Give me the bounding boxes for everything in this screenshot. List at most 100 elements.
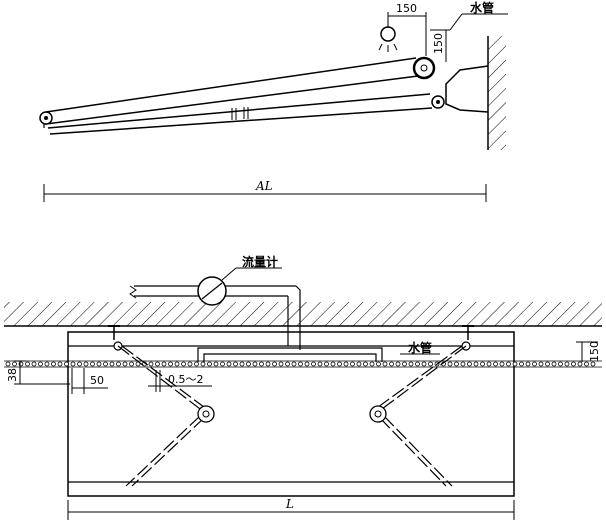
nozzle-dot (122, 361, 128, 367)
nozzle-dot (447, 361, 453, 367)
nozzle-dot (590, 361, 596, 367)
manifold-pipe (197, 347, 383, 362)
left-pivot-center (44, 116, 48, 120)
nozzle-dot (64, 361, 69, 367)
nozzle-dot (31, 361, 37, 367)
nozzle-dot (467, 361, 472, 367)
nozzle-dot (187, 361, 193, 367)
dimension-150-horizontal: 150 (387, 2, 427, 56)
right-pivot-center (436, 100, 440, 104)
diagonal-braces (117, 345, 467, 487)
nozzle-dot (44, 361, 50, 367)
nozzle-dot (454, 361, 459, 367)
dimension-l: L (67, 497, 515, 520)
nozzle-dot (558, 361, 563, 367)
dimension-gap: 0.5～2 (148, 370, 212, 392)
nozzle-dot (525, 361, 531, 367)
nozzle-dot (350, 361, 355, 367)
nozzle-dot (207, 361, 212, 367)
brace-joint-left (197, 405, 215, 423)
gap-text: 0.5～2 (168, 373, 204, 386)
nozzle-dot (395, 361, 401, 367)
length-al-text: AL (255, 179, 273, 193)
nozzle-dot (369, 361, 375, 367)
nozzle-dot (181, 361, 186, 367)
nozzle-dot (259, 361, 264, 367)
ceiling (4, 302, 602, 327)
nozzle-dot (506, 361, 511, 367)
nozzle-dot (421, 361, 427, 367)
nozzle-dot (460, 361, 466, 367)
wall-bracket (445, 65, 489, 113)
wall (487, 36, 506, 150)
nozzle-dot (51, 361, 56, 367)
nozzle-dot (272, 361, 277, 367)
nozzle-dot (363, 361, 368, 367)
nozzle-dot (512, 361, 518, 367)
nozzle-dot (246, 361, 251, 367)
nozzle-dot (285, 361, 290, 367)
nozzle-dot (311, 361, 316, 367)
nozzle-dot (402, 361, 407, 367)
inclined-frame (43, 57, 433, 135)
nozzle-dot (70, 361, 76, 367)
nozzle-dot (545, 361, 550, 367)
nozzle-dot (486, 361, 492, 367)
nozzle-dot (38, 361, 43, 367)
nozzle-dot (389, 361, 394, 367)
dimension-38: 38 (6, 360, 70, 385)
nozzle-dot (103, 361, 108, 367)
dimension-al: AL (43, 179, 487, 202)
nozzle-dot (129, 361, 134, 367)
nozzle-dot (220, 361, 225, 367)
nozzle-dot (213, 361, 219, 367)
sprinkler-nozzle (378, 26, 398, 52)
nozzle-dot (239, 361, 245, 367)
flowmeter-assembly: 流量计 (129, 254, 301, 350)
water-pipe-callout-top: 水管 (449, 0, 508, 31)
nozzle-dot (291, 361, 297, 367)
dim-150-horizontal-text: 150 (396, 2, 417, 15)
water-pipe-callout-bottom: 水管 (400, 340, 440, 355)
nozzle-dot (584, 361, 589, 367)
nozzle-dot (25, 361, 30, 367)
nozzle-dot (57, 361, 63, 367)
length-l-text: L (285, 497, 294, 511)
top-elevation-view: 150 150 水管 AL (39, 0, 508, 202)
nozzle-dot (408, 361, 414, 367)
nozzle-dot (532, 361, 537, 367)
nozzle-dot (577, 361, 583, 367)
dim-38-text: 38 (6, 368, 19, 382)
nozzle-dot (415, 361, 420, 367)
water-pipe-label-bottom: 水管 (408, 340, 432, 355)
nozzle-dot (473, 361, 479, 367)
water-pipe-inner (420, 64, 428, 72)
bottom-plan-view: 流量计 水管 (4, 254, 602, 520)
nozzle-dot (317, 361, 323, 367)
nozzle-dot (551, 361, 557, 367)
nozzle-dot (226, 361, 232, 367)
screen-frame (67, 331, 515, 497)
nozzle-dot (265, 361, 271, 367)
nozzle-dot (499, 361, 505, 367)
nozzle-dot (90, 361, 95, 367)
water-pipe-label-top: 水管 (470, 0, 494, 15)
dotted-water-pipe (4, 360, 602, 368)
nozzle-dot (200, 361, 206, 367)
nozzle-dot (564, 361, 570, 367)
flowmeter-label: 流量计 (242, 254, 278, 269)
nozzle-dot (304, 361, 310, 367)
nozzle-dot (233, 361, 238, 367)
nozzle-dot (77, 361, 82, 367)
dimension-150-vertical: 150 (430, 29, 450, 62)
nozzle-dot (480, 361, 485, 367)
nozzle-dot (356, 361, 362, 367)
nozzle-dot (330, 361, 336, 367)
nozzle-dot (382, 361, 388, 367)
nozzle-dot (428, 361, 433, 367)
dim-150-right-text: 150 (588, 341, 601, 362)
dimension-150-right: 150 (576, 341, 601, 362)
nozzle-dot (168, 361, 173, 367)
dim-50-text: 50 (90, 374, 104, 387)
nozzle-dot (538, 361, 544, 367)
